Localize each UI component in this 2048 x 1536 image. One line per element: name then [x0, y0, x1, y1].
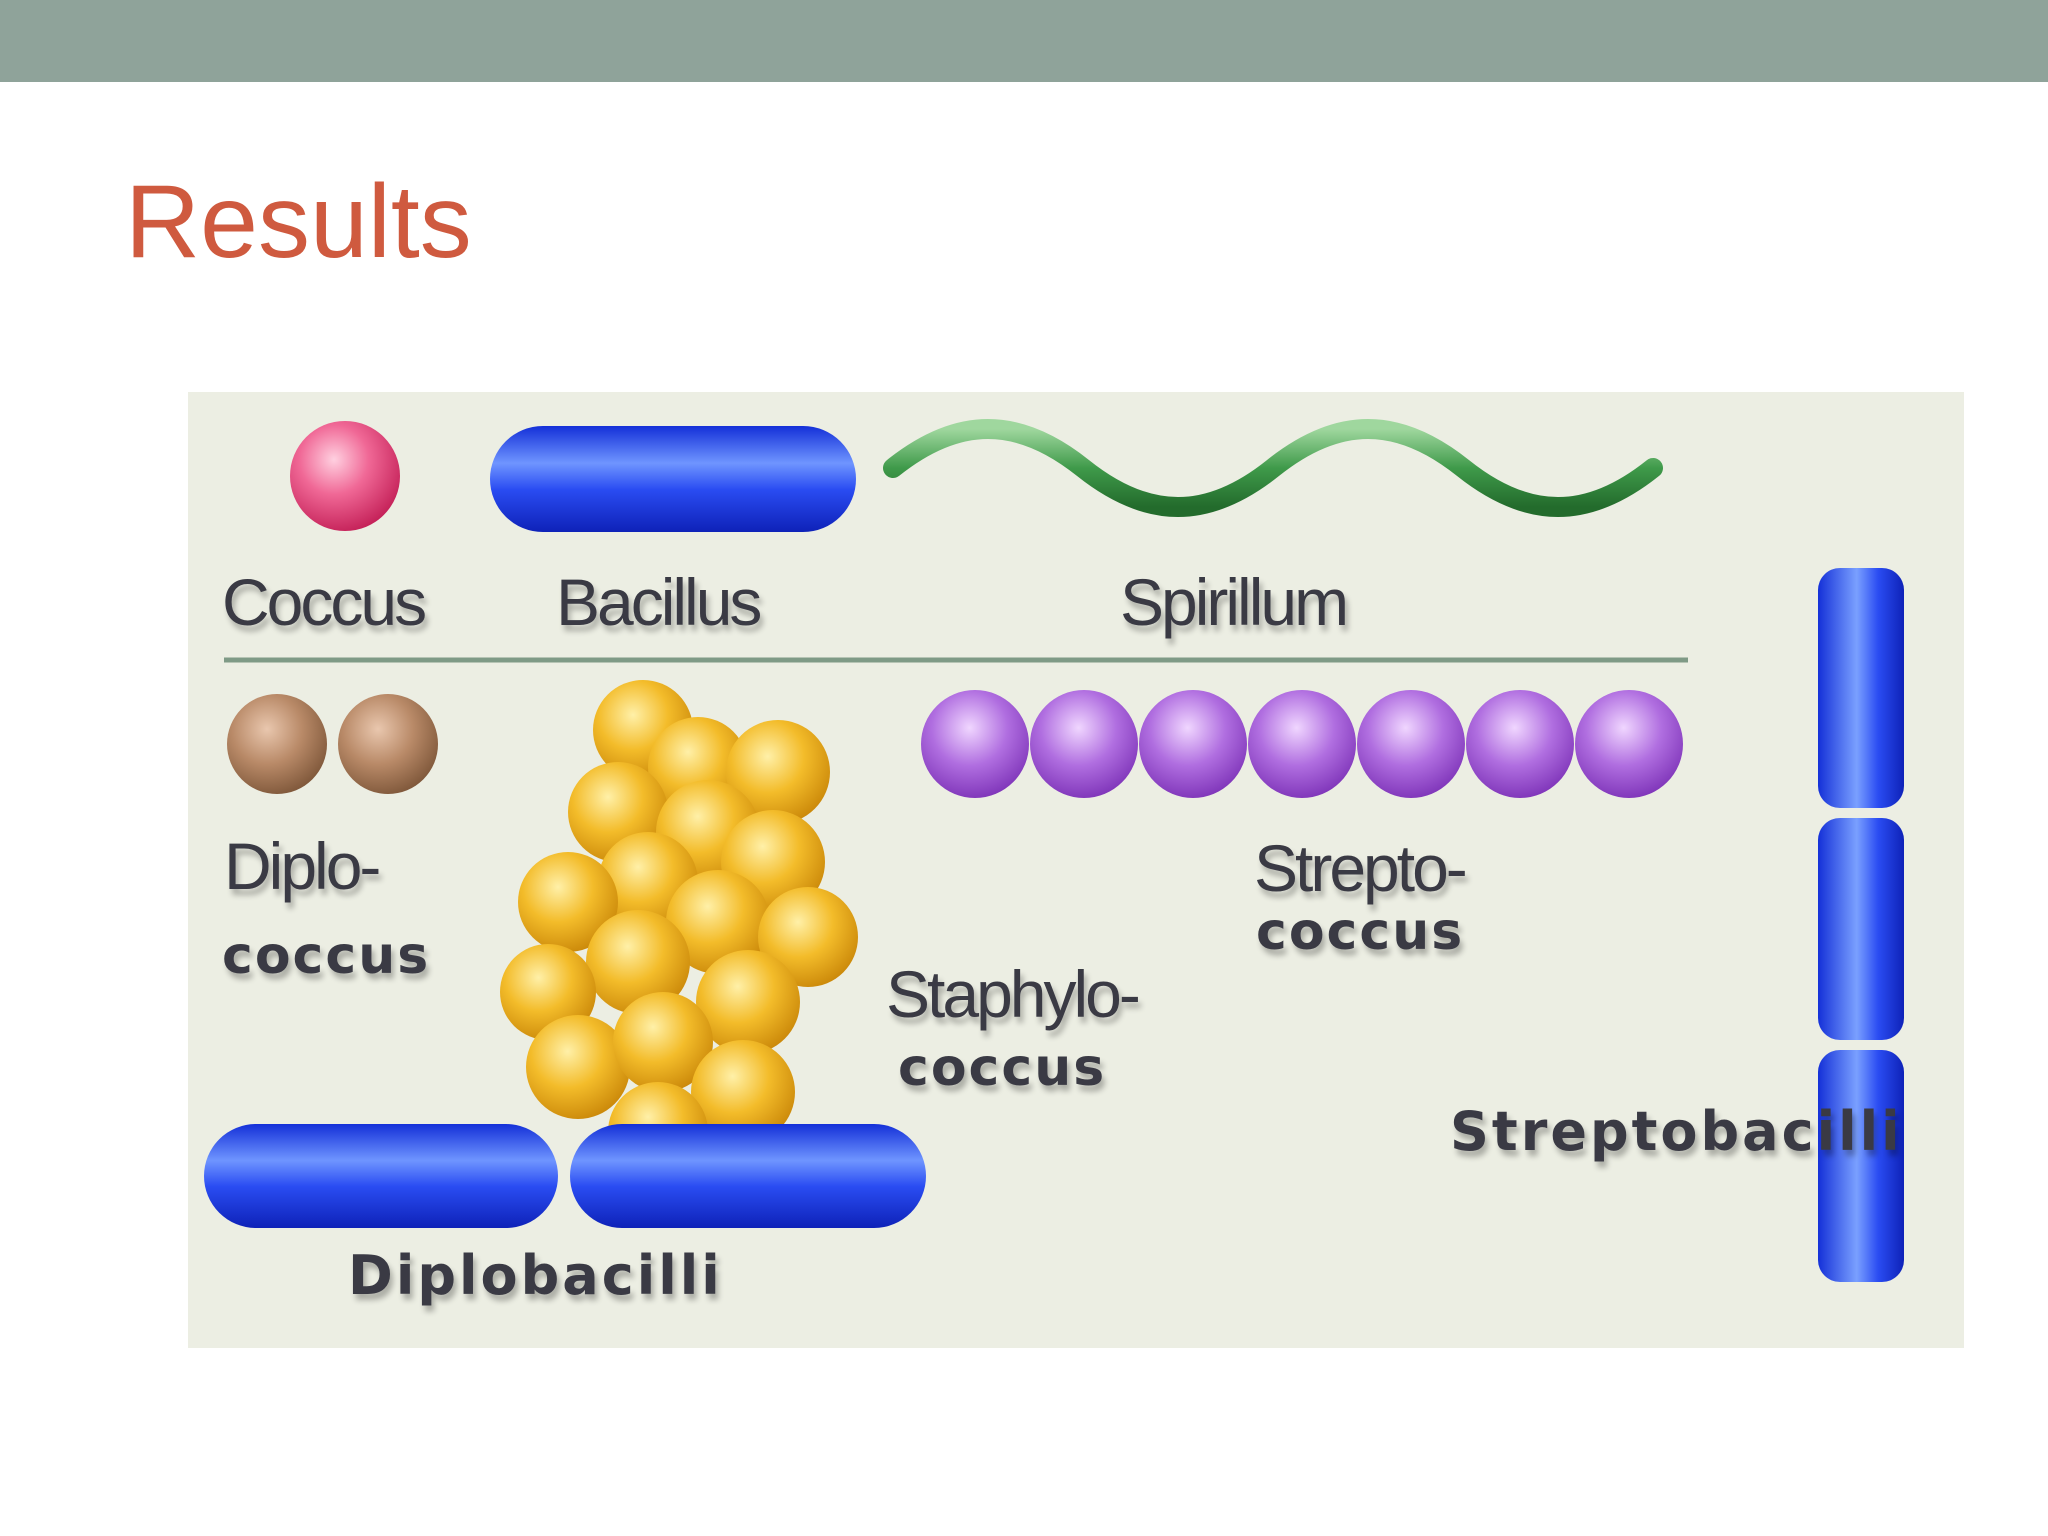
bacillus-cell	[490, 426, 856, 532]
streptococcus-cell	[1575, 690, 1683, 798]
diplobacilli-pair	[204, 1124, 926, 1228]
streptobacillus-cell	[1818, 818, 1904, 1040]
label-staphylococcus-line1: Staphylo-	[886, 957, 1141, 1031]
streptococcus-chain	[921, 690, 1683, 798]
slide-title: Results	[125, 164, 472, 280]
label-streptobacilli: Streptobacilli	[1450, 1100, 1903, 1163]
bacteria-shapes-diagram: Coccus Bacillus Spirillum Diplo- coccus …	[188, 392, 1964, 1348]
staphylococcus-cell	[696, 950, 800, 1054]
streptococcus-cell	[1466, 690, 1574, 798]
streptococcus-cell	[1030, 690, 1138, 798]
staphylococcus-cell	[726, 720, 830, 824]
spirillum-cell	[883, 419, 1663, 517]
label-bacillus: Bacillus	[556, 565, 762, 639]
label-diplococcus-line2: coccus	[222, 926, 431, 986]
staphylococcus-cell	[758, 887, 858, 987]
streptobacillus-cell	[1818, 1050, 1904, 1282]
staphylococcus-cell	[586, 910, 690, 1014]
bacteria-illustration	[204, 419, 1904, 1282]
streptococcus-cell	[1139, 690, 1247, 798]
diplococcus-cell	[227, 694, 327, 794]
label-coccus: Coccus	[222, 565, 427, 639]
coccus-cell	[290, 421, 400, 531]
streptobacilli-chain	[1818, 568, 1904, 1282]
top-bar	[0, 0, 2048, 82]
streptococcus-cell	[1357, 690, 1465, 798]
staphylococcus-cluster	[500, 680, 858, 1182]
label-streptococcus-line1: Strepto-	[1254, 831, 1468, 905]
staphylococcus-cell	[518, 852, 618, 952]
staphylococcus-cell	[691, 1040, 795, 1144]
diplobacillus-cell	[204, 1124, 558, 1228]
diplobacillus-cell	[570, 1124, 926, 1228]
label-staphylococcus-line2: coccus	[898, 1038, 1107, 1098]
diplococcus-cell	[338, 694, 438, 794]
streptococcus-cell	[921, 690, 1029, 798]
staphylococcus-cell	[666, 870, 770, 974]
label-diplobacilli: Diplobacilli	[348, 1244, 723, 1307]
staphylococcus-cell	[613, 992, 713, 1092]
label-spirillum: Spirillum	[1120, 565, 1349, 639]
streptobacillus-cell	[1818, 568, 1904, 808]
label-streptococcus-line2: coccus	[1256, 902, 1465, 962]
label-diplococcus-line1: Diplo-	[224, 829, 381, 903]
staphylococcus-cell	[526, 1015, 630, 1119]
streptococcus-cell	[1248, 690, 1356, 798]
